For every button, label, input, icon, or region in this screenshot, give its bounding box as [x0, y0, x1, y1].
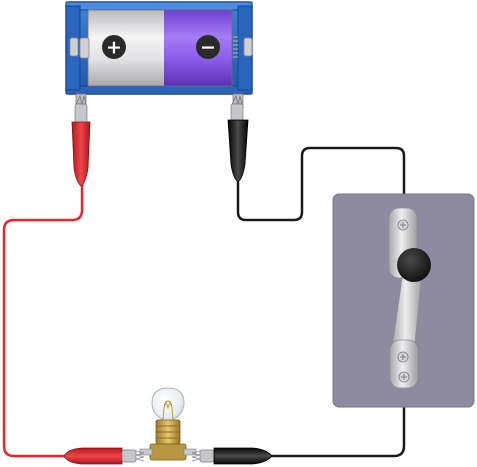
- light-bulb[interactable]: [139, 387, 197, 461]
- battery[interactable]: + −: [65, 1, 253, 109]
- black-clip-lamp[interactable]: [191, 447, 273, 465]
- negative-sign: −: [200, 37, 216, 59]
- black-wire-switch-to-lamp[interactable]: [270, 380, 406, 458]
- battery-negative-badge: −: [196, 35, 220, 59]
- switch-bottom-plate: [389, 339, 419, 389]
- battery-positive-badge: +: [102, 35, 126, 59]
- switch-screw-middle-icon: [397, 351, 409, 363]
- plus-icon: [102, 35, 126, 59]
- black-clip-battery[interactable]: [227, 94, 249, 183]
- switch-knob[interactable]: [397, 248, 431, 282]
- black-clip-lamp-teeth-icon: [191, 450, 201, 462]
- bulb-holder: [149, 443, 187, 461]
- switch-screw-top-icon: [397, 219, 409, 231]
- positive-sign: +: [106, 37, 122, 59]
- minus-icon: [196, 35, 220, 59]
- bulb-glass: [151, 387, 185, 423]
- red-clip-jaw: [74, 103, 88, 125]
- wires: [2, 146, 406, 458]
- battery-holder-top-rail: [65, 1, 253, 11]
- red-clip-lamp-teeth-icon: [135, 450, 145, 462]
- battery-cell-silver: [88, 10, 164, 86]
- switch-screw-bottom-icon: [398, 371, 410, 383]
- battery-negative-contact: [243, 37, 253, 57]
- red-clip-lamp-jaw: [121, 449, 137, 463]
- red-clip-battery[interactable]: [71, 94, 91, 187]
- black-clip-lamp-boot: [213, 447, 273, 465]
- red-clip-boot: [71, 121, 91, 187]
- knife-switch[interactable]: [332, 193, 475, 408]
- black-clip-boot: [227, 119, 249, 183]
- black-clip-jaw: [230, 103, 244, 123]
- bulb-base-threads: [156, 425, 180, 439]
- battery-positive-nub: [79, 37, 90, 59]
- battery-spring-icon: [233, 36, 238, 58]
- red-clip-lamp[interactable]: [63, 447, 145, 465]
- black-clip-lamp-jaw: [199, 449, 215, 463]
- filament-icon: [162, 400, 174, 421]
- red-wire[interactable]: [2, 184, 84, 458]
- battery-positive-contact: [69, 37, 79, 57]
- black-wire-battery-to-switch[interactable]: [236, 146, 406, 222]
- red-clip-lamp-boot: [63, 447, 123, 465]
- battery-holder-bottom-rail: [65, 85, 253, 95]
